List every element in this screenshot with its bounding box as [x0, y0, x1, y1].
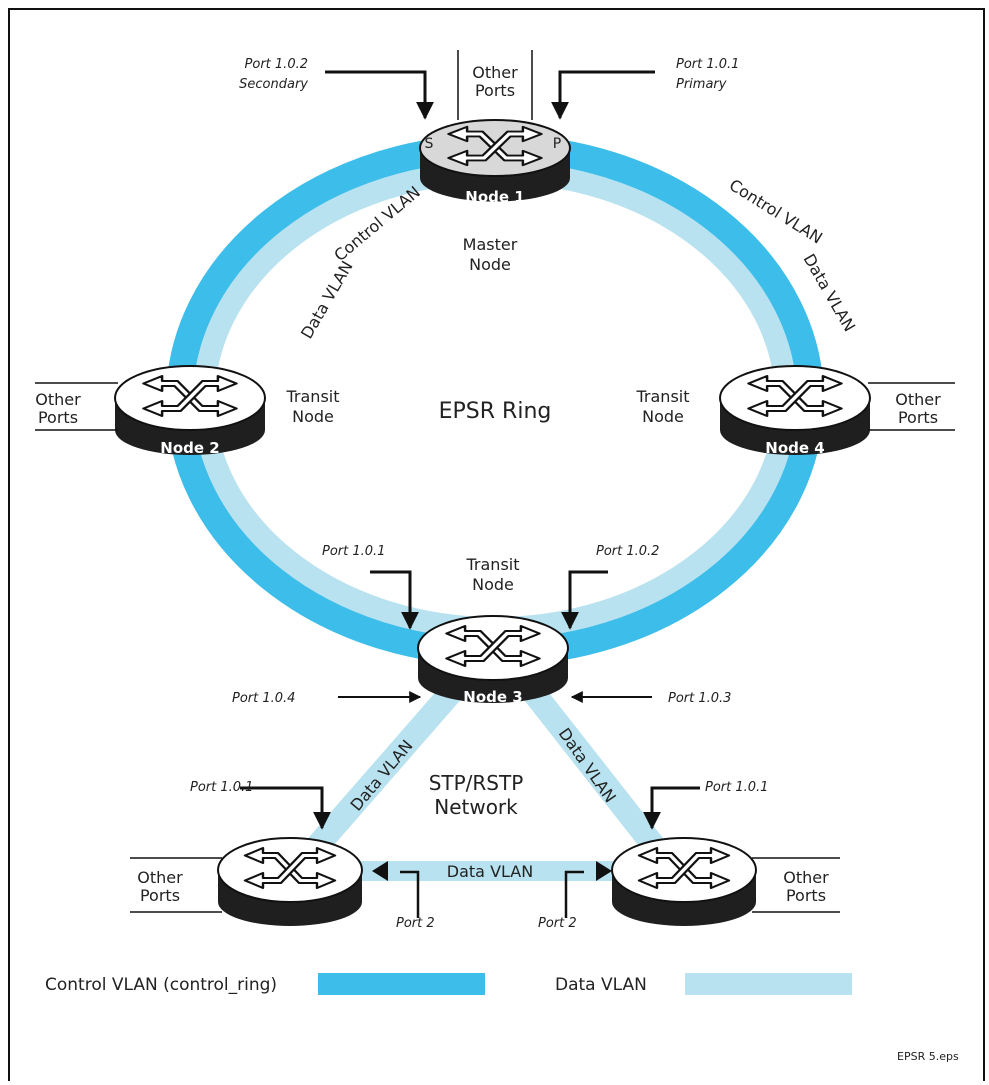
stp-bottom-link-label: Data VLAN — [447, 862, 533, 881]
node-3-port-b: Port 1.0.2 — [596, 544, 659, 559]
node-1-primary-label: Primary — [676, 77, 727, 92]
stp-right-port-top: Port 1.0.1 — [705, 780, 768, 795]
node-1-secondary-port: Port 1.0.2 — [245, 57, 308, 72]
stp-right-port-side: Port 2 — [538, 916, 577, 931]
node-3-port-a: Port 1.0.1 — [322, 544, 385, 559]
stp-left-port-top: Port 1.0.1 — [190, 780, 253, 795]
stp-link-left — [295, 680, 465, 868]
node-1-primary-port: Port 1.0.1 — [676, 57, 739, 72]
node-4-name: Node 4 — [765, 439, 824, 457]
stp-link-right — [520, 680, 675, 868]
node-1-secondary-label: Secondary — [239, 77, 308, 92]
primary-port-marker: P — [553, 136, 561, 152]
node-1-name: Node 1 — [465, 188, 524, 206]
stp-right-link-label: Data VLAN — [555, 724, 620, 806]
node-3-port-d: Port 1.0.3 — [668, 691, 731, 706]
stp-left-link-label: Data VLAN — [347, 736, 417, 814]
node-4[interactable]: Node 4 — [719, 365, 871, 457]
legend-data-label: Data VLAN — [555, 975, 647, 995]
footer-filename: EPSR 5.eps — [897, 1050, 959, 1063]
secondary-port-marker: S — [425, 136, 434, 152]
legend-control-label: Control VLAN (control_ring) — [45, 975, 277, 995]
legend-control-swatch — [318, 973, 485, 995]
node-3-name: Node 3 — [463, 688, 522, 706]
legend-data-swatch — [685, 973, 852, 995]
node-2-name: Node 2 — [160, 439, 219, 457]
ring-left-data-label: Data VLAN — [297, 258, 357, 342]
stp-switch-left[interactable] — [217, 837, 363, 926]
stp-switch-right[interactable] — [611, 837, 757, 926]
stp-left-port-side: Port 2 — [396, 916, 435, 931]
diagram-frame — [8, 8, 985, 1081]
node-3-port-c: Port 1.0.4 — [232, 691, 295, 706]
node-3[interactable]: Node 3 — [417, 615, 569, 706]
node-1[interactable]: Node 1 S P — [419, 119, 571, 206]
epsr-ring-title: EPSR Ring — [439, 399, 552, 424]
node-2[interactable]: Node 2 — [114, 365, 266, 457]
